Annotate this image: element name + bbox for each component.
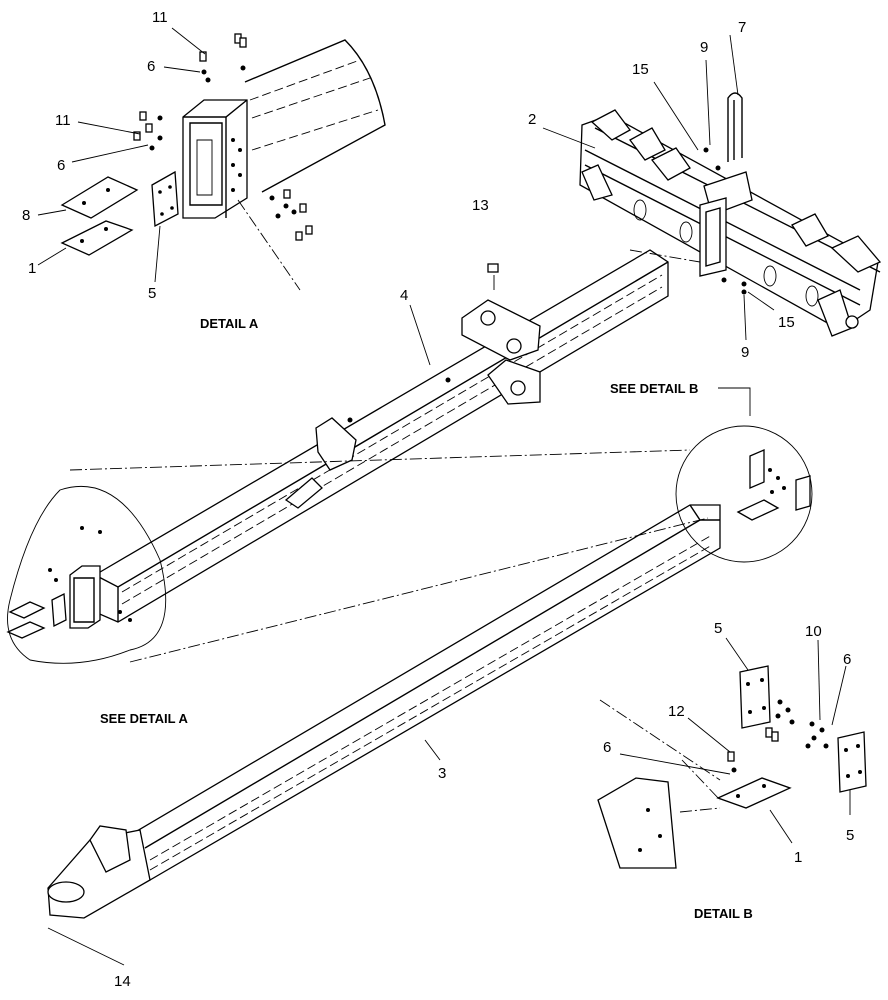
- toolbar-frame: [542, 34, 882, 341]
- bolts-detail-a: [133, 33, 313, 241]
- callout-5-a: 5: [148, 285, 156, 302]
- beam-end-b: [597, 777, 677, 869]
- callout-12: 12: [668, 703, 685, 720]
- callout-14: 14: [114, 973, 131, 990]
- callout-6-mid: 6: [57, 157, 65, 174]
- caption-detail-a: DETAIL A: [200, 316, 259, 331]
- callout-3: 3: [438, 765, 446, 782]
- plate-5-upper: [739, 665, 771, 729]
- callout-1-b: 1: [794, 849, 802, 866]
- callout-15-bottom: 15: [778, 314, 795, 331]
- callout-6-right: 6: [843, 651, 851, 668]
- beam-4: [6, 249, 669, 664]
- plate-1: [60, 220, 134, 256]
- callout-7: 7: [738, 19, 746, 36]
- bolts-detail-b: [727, 699, 829, 773]
- callout-9-top: 9: [700, 39, 708, 56]
- detail-a-assembly: [37, 27, 386, 291]
- callout-5-b: 5: [714, 620, 722, 637]
- callout-15-top: 15: [632, 61, 649, 78]
- beam-3: [47, 249, 721, 966]
- callout-13: 13: [472, 197, 489, 214]
- callout-1-a: 1: [28, 260, 36, 277]
- plate-1-lower: [716, 777, 792, 809]
- callout-11-mid: 11: [55, 112, 71, 129]
- callout-6-top: 6: [147, 58, 155, 75]
- caption-detail-b: DETAIL B: [694, 906, 753, 921]
- callout-10: 10: [805, 623, 822, 640]
- plate-8: [60, 176, 139, 219]
- plate-5-right: [837, 731, 867, 793]
- detail-b-assembly: [597, 637, 867, 869]
- plate-5: [151, 170, 179, 228]
- callout-5-c: 5: [846, 827, 854, 844]
- caption-see-detail-a: SEE DETAIL A: [100, 711, 188, 726]
- caption-see-detail-b: SEE DETAIL B: [610, 381, 698, 396]
- callout-2: 2: [528, 111, 536, 128]
- callout-4: 4: [400, 287, 408, 304]
- callout-9-bottom: 9: [741, 344, 749, 361]
- detail-b-circle: [675, 387, 813, 563]
- callout-11-top: 11: [152, 9, 168, 26]
- callout-8: 8: [22, 207, 30, 224]
- callout-6-left: 6: [603, 739, 611, 756]
- detail-a-bracket: [182, 99, 248, 219]
